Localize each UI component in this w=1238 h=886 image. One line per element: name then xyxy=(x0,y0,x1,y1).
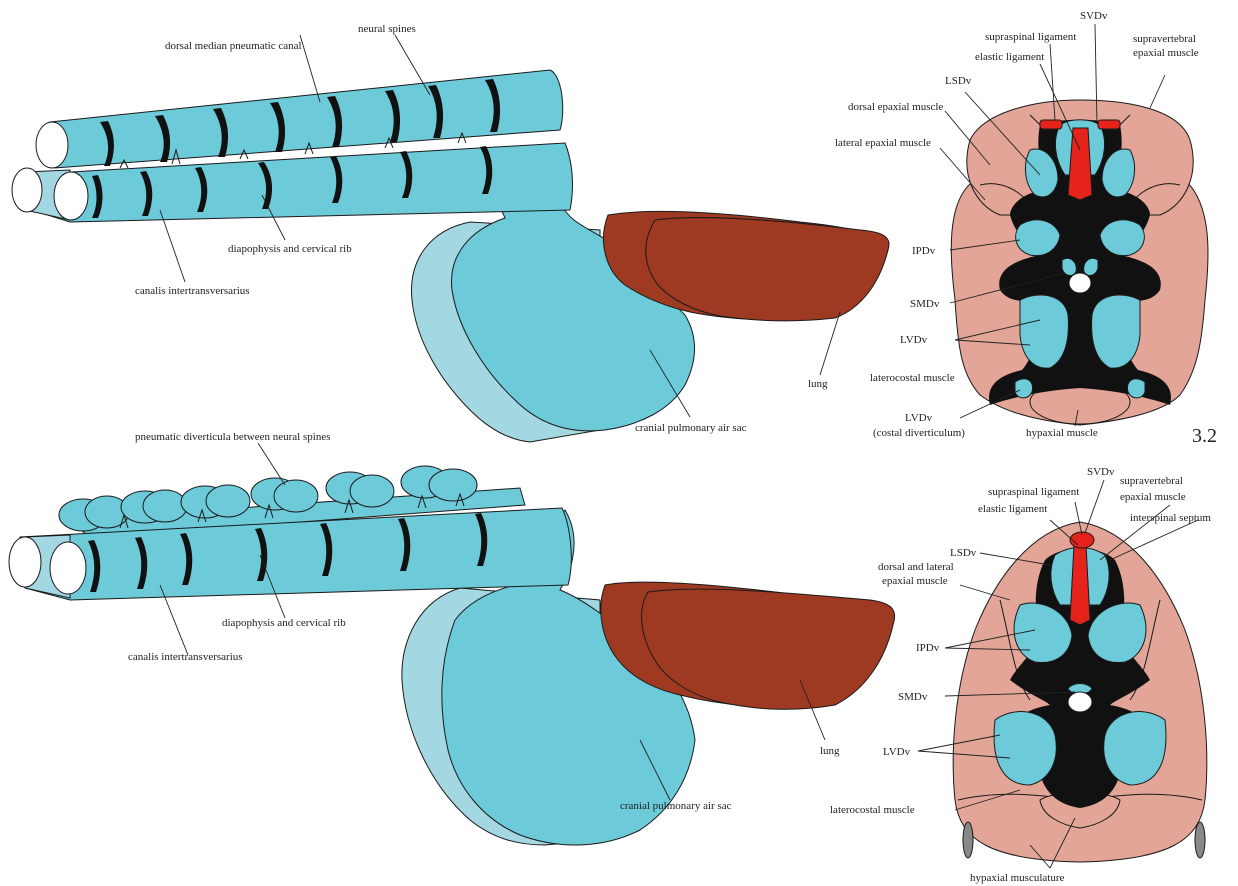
diverticulum xyxy=(350,475,394,507)
label-top-smdv: SMDv xyxy=(910,298,940,310)
label-bottom-air-sac: cranial pulmonary air sac xyxy=(620,800,732,812)
label-bottom-hypaxial-musculature: hypaxial musculature xyxy=(970,872,1065,884)
label-bottom-ipdv: IPDv xyxy=(916,642,940,654)
label-cranial-pulmonary-air-sac: cranial pulmonary air sac xyxy=(635,422,747,434)
diverticulum xyxy=(206,485,250,517)
lvdv-left xyxy=(1020,295,1068,368)
label-bottom-laterocostal: laterocostal muscle xyxy=(830,804,915,816)
label-bottom-elastic: elastic ligament xyxy=(978,503,1047,515)
label-bottom-dorsal-lateral-1: dorsal and lateral xyxy=(878,561,954,573)
label-top-elastic-ligament: elastic ligament xyxy=(975,51,1044,63)
rib-head-right xyxy=(1195,822,1205,858)
neural-canal-top xyxy=(1069,273,1091,293)
label-bottom-dorsal-lateral-2: epaxial muscle xyxy=(882,575,948,587)
supraspinal-ligament-left xyxy=(1040,120,1062,129)
label-pneumatic-diverticula: pneumatic diverticula between neural spi… xyxy=(135,431,330,443)
label-bottom-supraspinal: supraspinal ligament xyxy=(988,486,1079,498)
label-top-lvdv-costal-1: LVDv xyxy=(905,412,933,424)
label-diapophysis-cervical-rib: diapophysis and cervical rib xyxy=(228,243,352,255)
tube-end-lower-left xyxy=(12,168,42,212)
elastic-ligament-bottom xyxy=(1070,545,1090,625)
label-bottom-supravertebral-2: epaxial muscle xyxy=(1120,491,1186,503)
diverticulum xyxy=(429,469,477,501)
lvdv-right xyxy=(1092,295,1140,368)
label-top-svdv: SVDv xyxy=(1080,10,1108,22)
label-bottom-interspinal-septum: interspinal septum xyxy=(1130,512,1211,524)
label-top-hypaxial: hypaxial muscle xyxy=(1026,427,1098,439)
top-lateral-view xyxy=(12,70,889,442)
label-bottom-lung: lung xyxy=(820,745,840,757)
neural-canal-bottom xyxy=(1068,692,1092,712)
diverticulum xyxy=(143,490,187,522)
label-top-lvdv: LVDv xyxy=(900,334,928,346)
label-top-ipdv: IPDv xyxy=(912,245,936,257)
label-top-supravertebral-1: supravertebral xyxy=(1133,33,1196,45)
supraspinal-ligament-right xyxy=(1098,120,1120,129)
tube-end-bottom-right xyxy=(50,542,86,594)
lvdv-costal-right xyxy=(1127,379,1145,398)
label-dorsal-median-pneumatic-canal: dorsal median pneumatic canal xyxy=(165,40,302,52)
label-neural-spines: neural spines xyxy=(358,23,416,35)
label-top-lsdv: LSDv xyxy=(945,75,972,87)
tube-end-upper xyxy=(36,122,68,168)
label-bottom-svdv: SVDv xyxy=(1087,466,1115,478)
label-bottom-lvdv: LVDv xyxy=(883,746,911,758)
label-bottom-canalis: canalis intertransversarius xyxy=(128,651,243,663)
label-top-laterocostal: laterocostal muscle xyxy=(870,372,955,384)
label-canalis-intertransversarius: canalis intertransversarius xyxy=(135,285,250,297)
label-lung: lung xyxy=(808,378,828,390)
diverticulum xyxy=(274,480,318,512)
tube-end-lower-right xyxy=(54,172,88,220)
label-top-supravertebral-2: epaxial muscle xyxy=(1133,47,1199,59)
label-bottom-smdv: SMDv xyxy=(898,691,928,703)
label-bottom-supravertebral-1: supravertebral xyxy=(1120,475,1183,487)
bottom-cross-section xyxy=(953,522,1207,862)
label-top-lateral-epaxial: lateral epaxial muscle xyxy=(835,137,931,149)
rib-head-left xyxy=(963,822,973,858)
label-top-lvdv-costal-2: (costal diverticulum) xyxy=(873,427,965,439)
lvdv-costal-left xyxy=(1015,379,1033,398)
panel-number-3-2: 3.2 xyxy=(1192,425,1217,447)
tube-end-bottom-left xyxy=(9,537,41,587)
label-top-dorsal-epaxial: dorsal epaxial muscle xyxy=(848,101,943,113)
label-top-supraspinal-ligament: supraspinal ligament xyxy=(985,31,1076,43)
label-bottom-diapophysis: diapophysis and cervical rib xyxy=(222,617,346,629)
label-bottom-lsdv: LSDv xyxy=(950,547,977,559)
